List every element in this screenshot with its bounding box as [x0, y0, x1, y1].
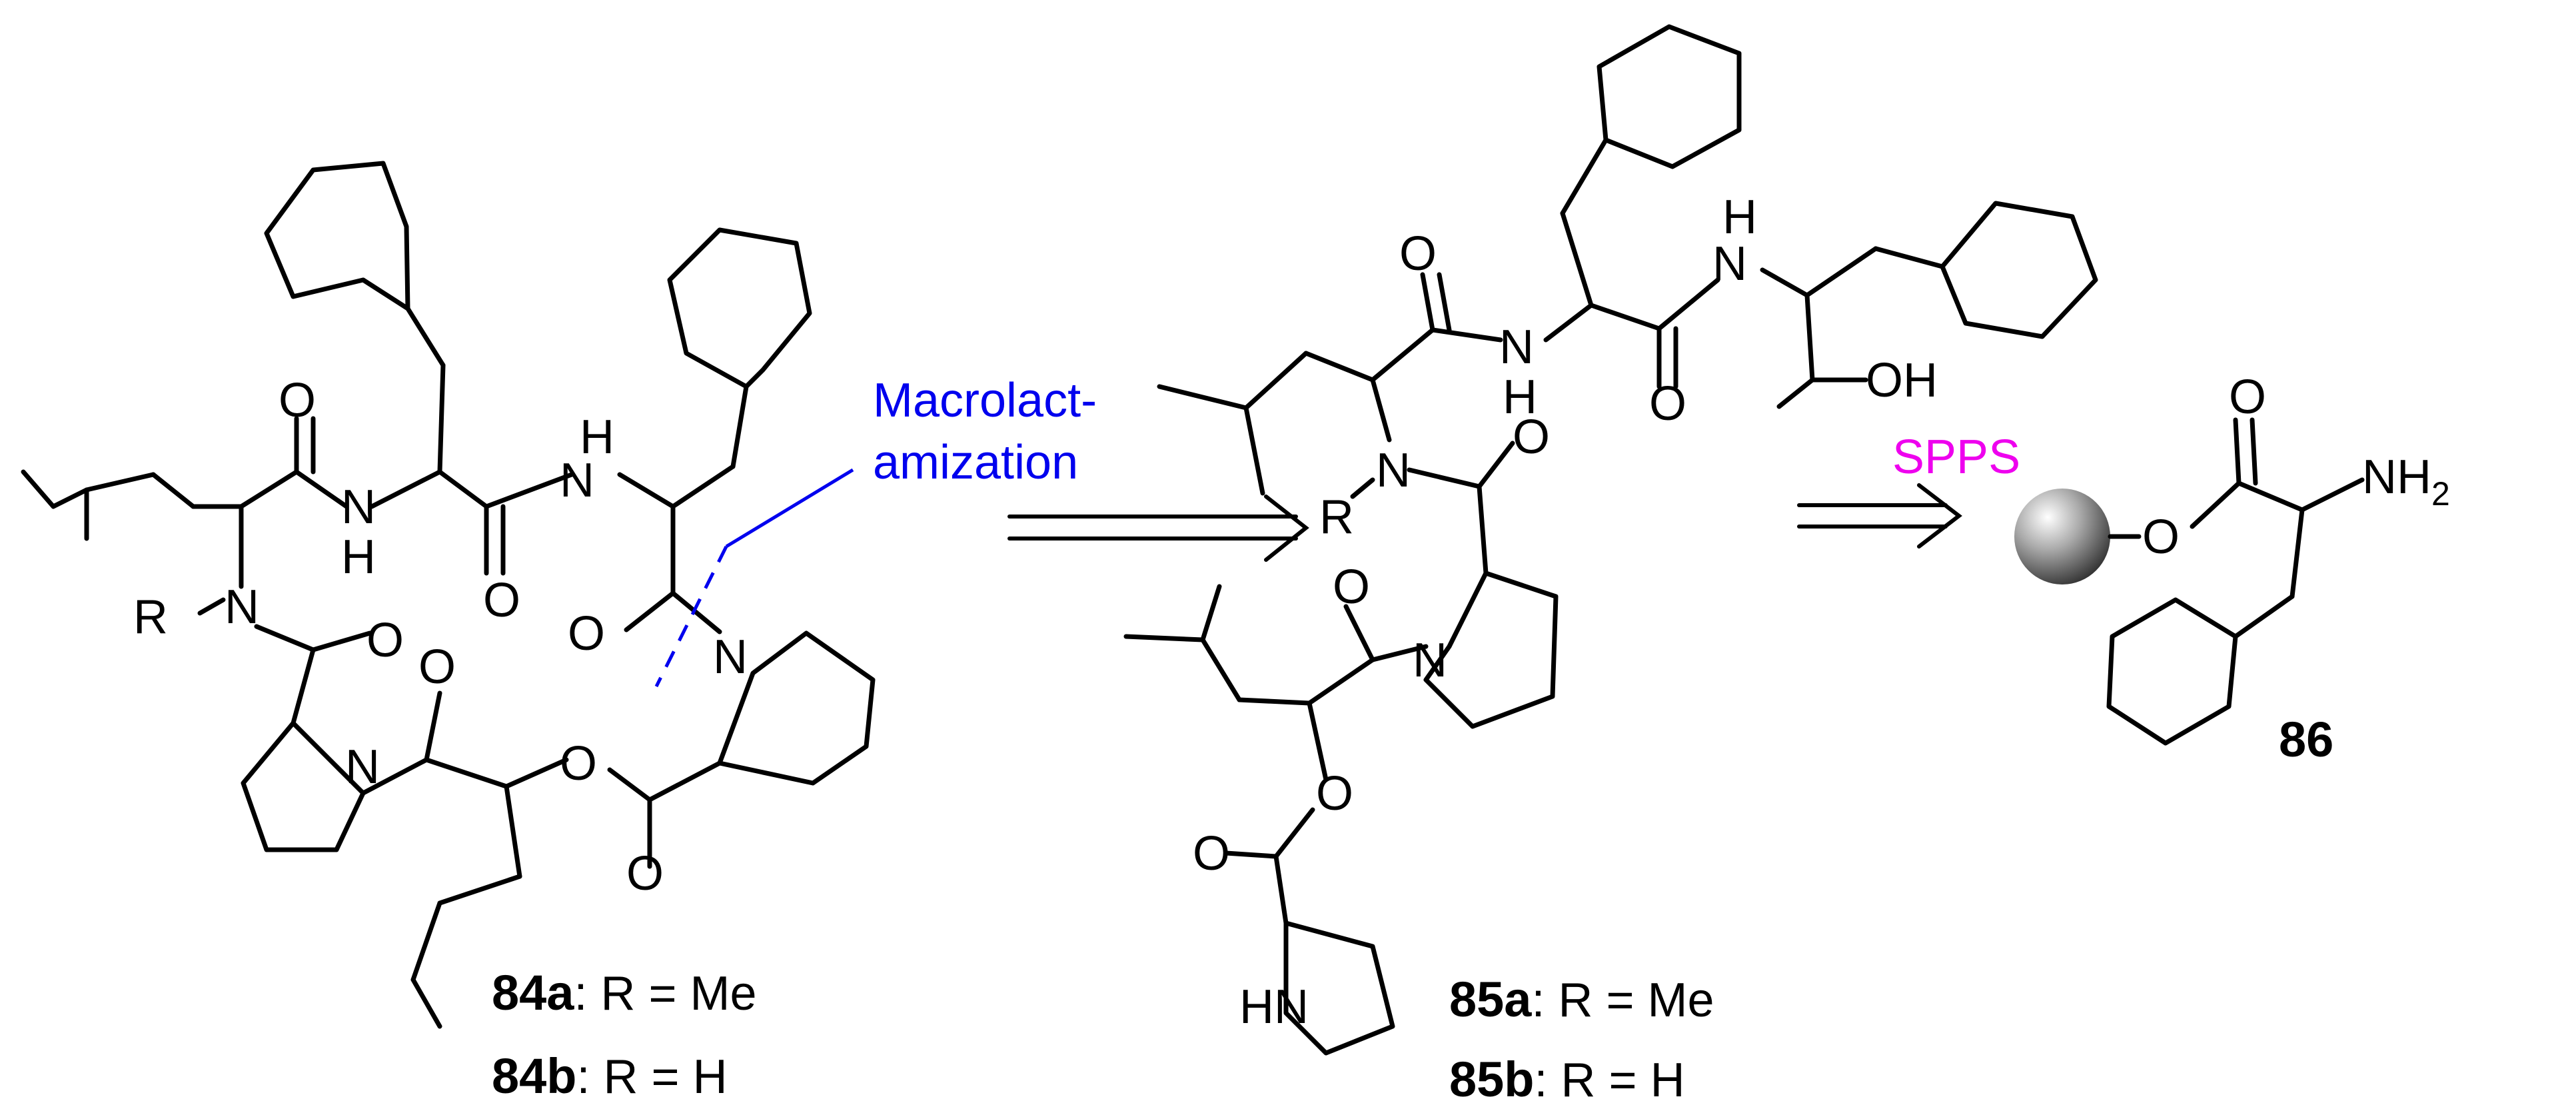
atom-o5: O [1316, 767, 1353, 820]
retro-arrow-2 [1797, 483, 1962, 549]
resin-bead-icon [2014, 489, 2110, 584]
atom-nh2: NH2 [2362, 451, 2450, 513]
atom-o2: O [483, 574, 520, 627]
compound-84-labels: 84a: R = Me 84b: R = H [492, 965, 757, 1104]
macrolactamization-annotation: Macrolact- amization [654, 374, 1097, 688]
atom-o3: O [568, 607, 605, 660]
atom-hn: HN [1239, 980, 1309, 1034]
atom-oh: OH [1866, 354, 1938, 407]
atom-o3: O [1513, 411, 1550, 464]
atom-r: R [133, 590, 168, 644]
atom-h1: H [1503, 371, 1537, 424]
compound-85-bonds [1123, 24, 2098, 1056]
label-84b: 84b: R = H [492, 1048, 728, 1104]
compound-85-structure: O N H H N O OH R N O O N O O HN 85a: R =… [1123, 24, 2098, 1107]
atom-o1: O [1399, 227, 1437, 281]
atom-n5: N [345, 740, 380, 794]
atom-o4: O [366, 614, 404, 667]
atom-h2: H [1722, 191, 1757, 244]
atom-h3: H [580, 411, 614, 464]
atom-o6: O [560, 737, 597, 790]
atom-o1: O [2229, 371, 2266, 424]
label-86: 86 [2279, 712, 2333, 767]
spps-annotation: SPPS [1892, 431, 2020, 484]
compound-86-structure: O O NH2 86 [2014, 371, 2450, 767]
atom-n2: N [1712, 237, 1747, 291]
atom-o2: O [2142, 511, 2180, 564]
label-85b: 85b: R = H [1449, 1052, 1685, 1107]
label-85a: 85a: R = Me [1449, 972, 1714, 1027]
compound-84-structure: O N H O H N O R N O O N O O N 84a: R = M… [21, 161, 876, 1104]
compound-84-bonds [21, 161, 876, 1029]
atom-h1: H [341, 531, 376, 584]
label-84a: 84a: R = Me [492, 965, 757, 1020]
macrolact-line2: amization [873, 436, 1078, 489]
compound-86-bonds [2106, 417, 2365, 746]
retro-arrow-1 [1007, 495, 1309, 562]
atom-n4: N [1413, 634, 1447, 687]
atom-o6: O [1193, 827, 1230, 880]
atom-n1: N [1499, 321, 1534, 374]
atom-r: R [1319, 491, 1354, 544]
compound-85-labels: 85a: R = Me 85b: R = H [1449, 972, 1714, 1107]
atom-n3: N [1376, 444, 1411, 497]
macrolact-line1: Macrolact- [873, 374, 1097, 427]
atom-o5: O [418, 640, 456, 694]
atom-o4: O [1333, 560, 1370, 614]
atom-o1: O [279, 374, 316, 427]
atom-o2: O [1649, 377, 1686, 431]
atom-n6: N [713, 630, 748, 684]
atom-n3: N [560, 454, 594, 507]
atom-n4: N [225, 580, 259, 634]
atom-n1: N [341, 481, 376, 534]
atom-o7: O [626, 847, 664, 900]
